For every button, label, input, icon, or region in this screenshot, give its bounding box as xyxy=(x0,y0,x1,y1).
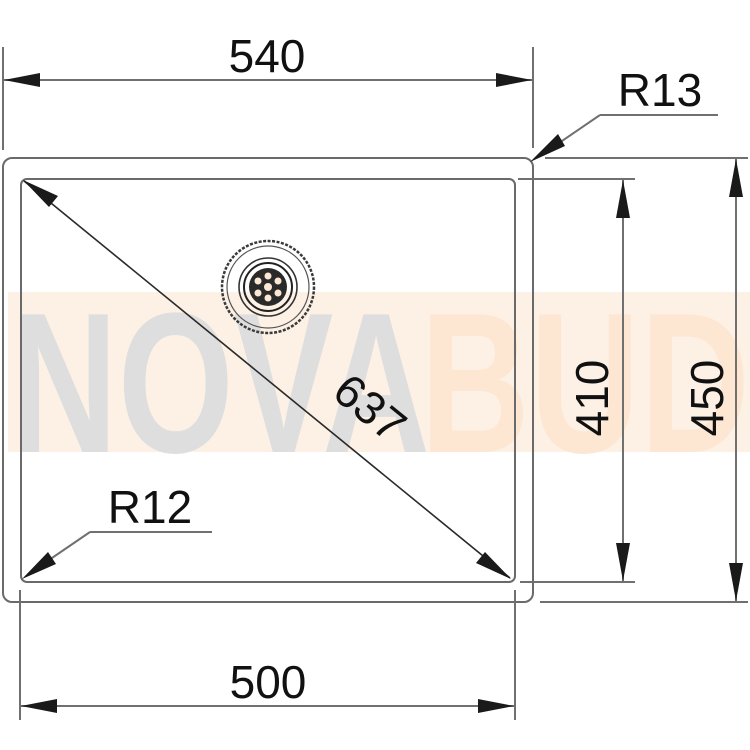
watermark-nova: NOVA xyxy=(10,272,430,495)
sink-outer-outline xyxy=(2,157,534,603)
sink-inner-outline xyxy=(20,178,516,583)
radius-r13: R13 xyxy=(530,64,718,162)
dimension-540: 540 xyxy=(2,30,534,150)
dimension-500: 500 xyxy=(19,590,516,720)
watermark-band xyxy=(8,292,750,452)
dimension-410: 410 xyxy=(518,178,635,583)
radius-r13-label: R13 xyxy=(618,64,702,116)
dimension-500-label: 500 xyxy=(230,656,307,708)
drain-icon xyxy=(220,239,316,335)
radius-r12: R12 xyxy=(22,481,212,579)
watermark-bud: BUD xyxy=(420,272,750,495)
radius-r12-label: R12 xyxy=(108,481,192,533)
dimension-450: 450 xyxy=(540,157,748,603)
dimension-450-label: 450 xyxy=(681,360,733,437)
watermark: NOVA BUD xyxy=(8,272,750,495)
dimension-410-label: 410 xyxy=(566,360,618,437)
dimension-540-label: 540 xyxy=(229,30,306,82)
